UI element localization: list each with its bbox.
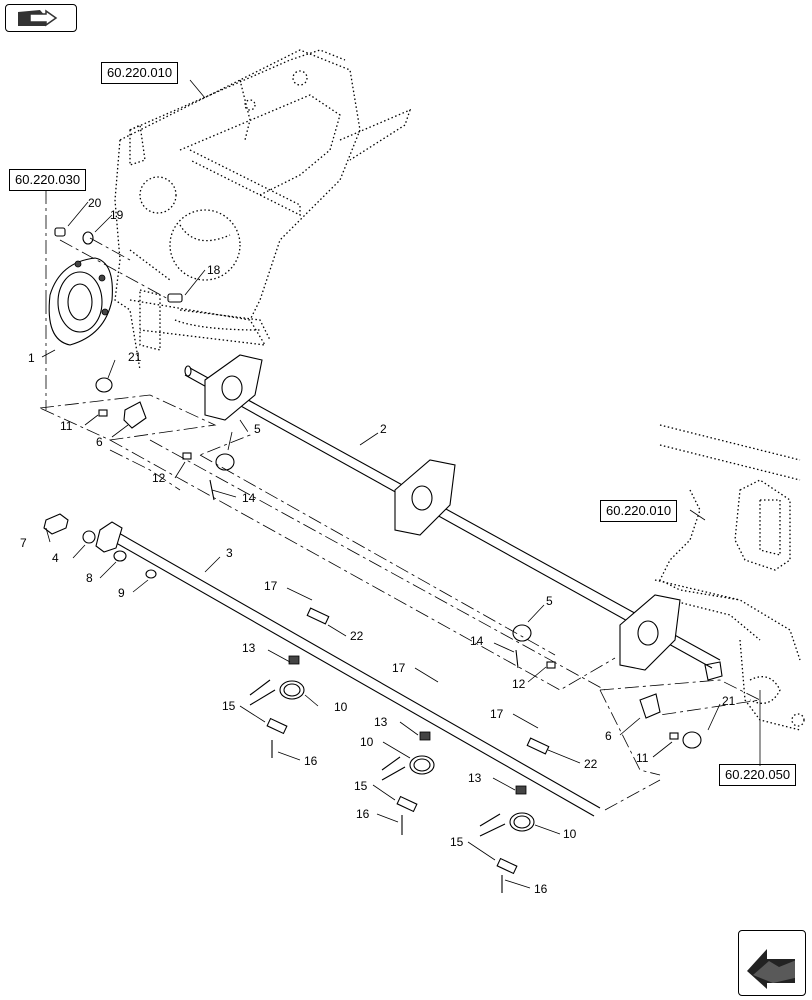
back-arrow-icon	[747, 949, 799, 989]
callout-11b: 11	[636, 751, 649, 765]
callout-15a: 15	[222, 699, 236, 713]
callout-13a: 13	[242, 641, 256, 655]
reference-box-right[interactable]: 60.220.010	[600, 500, 678, 522]
callout-9: 9	[118, 586, 125, 600]
spring-assemblies	[249, 607, 550, 893]
callout-5b: 5	[546, 594, 553, 608]
callout-8: 8	[86, 571, 93, 585]
callout-19: 19	[110, 208, 124, 222]
callout-20: 20	[88, 196, 102, 210]
callout-1: 1	[28, 351, 35, 365]
callout-3: 3	[226, 546, 233, 560]
callout-2: 2	[380, 422, 387, 436]
leader-lines	[41, 201, 721, 889]
callout-16c: 16	[534, 882, 548, 896]
reference-box-top[interactable]: 60.220.010	[101, 62, 179, 84]
callout-10a: 10	[334, 700, 348, 714]
callout-14b: 14	[470, 634, 484, 648]
callout-16b: 16	[356, 807, 370, 821]
folder-arrow-icon	[18, 9, 58, 27]
reference-box-bottom[interactable]: 60.220.050	[719, 764, 797, 786]
callout-18: 18	[207, 263, 221, 277]
callout-16a: 16	[304, 754, 318, 768]
callout-21b: 21	[722, 694, 736, 708]
bearing-parts	[95, 377, 702, 749]
callout-17a: 17	[264, 579, 278, 593]
hardware-parts-upper	[54, 227, 183, 303]
callout-6a: 6	[96, 435, 103, 449]
lower-rod-part-3	[95, 521, 601, 817]
callout-13c: 13	[468, 771, 482, 785]
callout-6b: 6	[605, 729, 612, 743]
callout-17c: 17	[490, 707, 504, 721]
callout-5a: 5	[254, 422, 261, 436]
callout-22a: 22	[350, 629, 364, 643]
callout-22b: 22	[584, 757, 598, 771]
callout-21a: 21	[128, 350, 142, 364]
assembly-guidelines	[38, 237, 762, 811]
header-frame-right	[654, 424, 805, 731]
callout-12a: 12	[152, 471, 166, 485]
callout-14a: 14	[242, 491, 256, 505]
bearing-housing-part-1	[48, 257, 113, 346]
callout-numbers: 1 2 3 4 5 5 6 6 7 8 9 10 10 10 11 11 12 …	[20, 196, 736, 896]
callout-13b: 13	[374, 715, 388, 729]
callout-4: 4	[52, 551, 59, 565]
callout-10b: 10	[360, 735, 374, 749]
hardware-parts-left	[43, 513, 157, 579]
callout-10c: 10	[563, 827, 577, 841]
top-nav-button[interactable]	[5, 4, 77, 32]
callout-15c: 15	[450, 835, 464, 849]
callout-12b: 12	[512, 677, 526, 691]
reference-box-left[interactable]: 60.220.030	[9, 169, 87, 191]
callout-11a: 11	[60, 419, 73, 433]
bottom-nav-button[interactable]	[738, 930, 806, 996]
callout-17b: 17	[392, 661, 406, 675]
callout-15b: 15	[354, 779, 368, 793]
header-frame-left	[114, 49, 412, 371]
callout-7: 7	[20, 536, 27, 550]
